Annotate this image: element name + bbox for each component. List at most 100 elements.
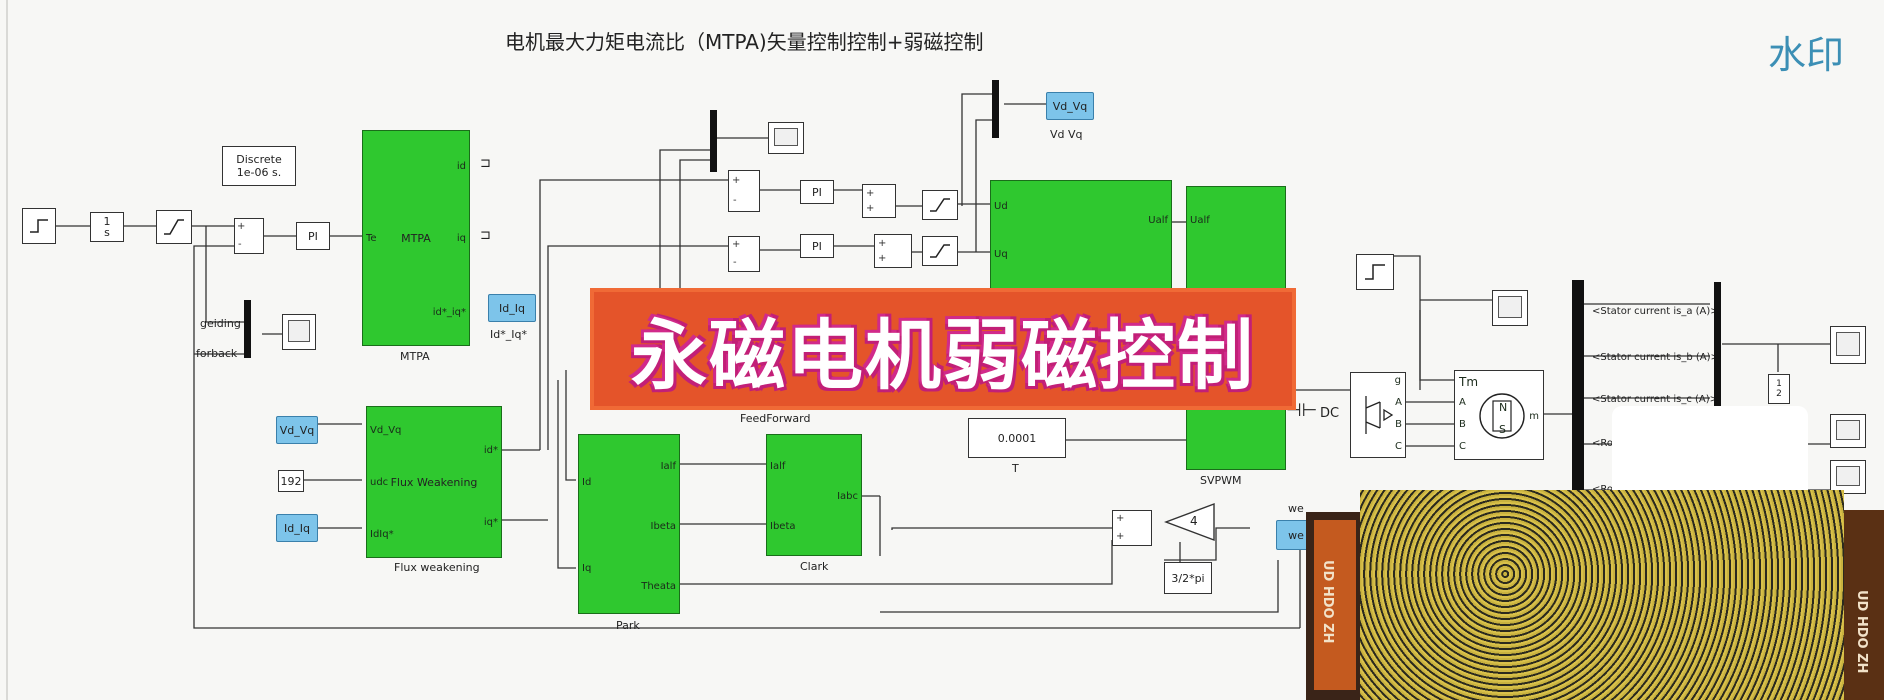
title-banner: 永磁电机弱磁控制: [590, 288, 1296, 410]
flux-port-vdvq: Vd_Vq: [370, 425, 402, 436]
flux-port-udc: udc: [370, 477, 389, 488]
integrator-block[interactable]: 1 s: [90, 212, 124, 242]
flux-center-label: Flux Weakening: [390, 475, 478, 489]
scope-1[interactable]: [282, 314, 316, 350]
park-port-iq: Iq: [582, 563, 592, 574]
sum-block-1[interactable]: +-: [234, 218, 264, 254]
photo-glare: [1612, 406, 1808, 502]
saturation-block[interactable]: [156, 210, 192, 244]
mtpa-port-iq: iq: [456, 233, 466, 244]
wire-iq-ref: [547, 245, 728, 450]
sum-block-2[interactable]: +-: [728, 170, 760, 212]
flux-port-iq: iq*: [483, 517, 498, 528]
park-subsystem[interactable]: Ialf Ibeta Theata Id Iq: [578, 434, 680, 614]
clark-subsystem[interactable]: Ialf Ibeta Iabc: [766, 434, 862, 556]
rotor-label-2: <Ro: [1592, 484, 1613, 495]
sum-block-5[interactable]: ++: [874, 234, 912, 268]
idiq-goto-tag[interactable]: Id_Iq: [488, 294, 536, 322]
discrete-powergui-block[interactable]: Discrete 1e-06 s.: [222, 146, 296, 186]
vdvq-goto-tag[interactable]: Vd_Vq: [1046, 92, 1094, 120]
pi-controller-1[interactable]: PI: [296, 222, 330, 250]
saturation-icon: [930, 244, 950, 258]
machine-port-a: A: [1459, 397, 1466, 408]
gain-half-block[interactable]: 1 2: [1768, 374, 1790, 404]
wire-geiding: [205, 226, 244, 323]
canvas-edge: [6, 0, 8, 700]
gain-4-value: 4: [1190, 514, 1198, 528]
flux-port-id: id*: [483, 445, 498, 456]
step-block[interactable]: [22, 208, 56, 244]
photo-edge-orange: [1314, 520, 1356, 690]
inv-port-a: A: [1395, 397, 1402, 408]
step-block-2[interactable]: [1356, 254, 1394, 290]
const-192-block[interactable]: 192: [278, 470, 304, 492]
scope-3[interactable]: [1492, 290, 1528, 326]
mtpa-center-label: MTPA: [401, 231, 431, 245]
machine-port-b: B: [1459, 419, 1466, 430]
mux-bus-1: [244, 300, 251, 358]
park-port-ibeta: Ibeta: [650, 521, 677, 532]
park-port-ialf: Ialf: [660, 461, 676, 472]
pi-controller-3[interactable]: PI: [800, 234, 834, 258]
scope-5[interactable]: [1830, 414, 1866, 448]
idiq-goto-label: Id*_Iq*: [490, 328, 527, 341]
clark-name-label: Clark: [800, 560, 829, 573]
scope-4[interactable]: [1830, 326, 1866, 364]
inv-port-g: g: [1394, 375, 1401, 386]
saturation-block-2[interactable]: [922, 190, 958, 220]
machine-s-pole: S: [1499, 423, 1506, 436]
photo-textured-overlay: [1360, 490, 1844, 700]
const-pi-block[interactable]: 3/2*pi: [1164, 562, 1212, 594]
wire-forback-up: [193, 245, 234, 354]
svpwm-name-label: SVPWM: [1200, 474, 1242, 487]
t-label: T: [1012, 462, 1019, 475]
motor-icon: [1479, 393, 1525, 439]
sum-block-3[interactable]: +-: [728, 236, 760, 272]
idiq-from-tag[interactable]: Id_Iq: [276, 514, 318, 542]
wire-park-iq: [557, 380, 576, 569]
inv-port-b: B: [1395, 419, 1402, 430]
diagram-title: 电机最大力矩电流比（MTPA)矢量控制控制+弱磁控制: [505, 30, 984, 54]
stator-label-a: <Stator current is_a (A)>: [1592, 306, 1719, 317]
geiding-label: geiding: [200, 317, 241, 330]
mtpa-port-te: Te: [366, 233, 377, 244]
machine-n-pole: N: [1499, 401, 1508, 414]
bus-selector: [1572, 280, 1584, 530]
flux-port-idiq: IdIq*: [370, 529, 394, 540]
svpwm-port-ualf: Ualf: [1190, 215, 1210, 226]
scope-2[interactable]: [768, 122, 804, 154]
wire-tm: [1419, 310, 1454, 381]
const-0001-block[interactable]: 0.0001: [968, 418, 1066, 458]
sum-block-4[interactable]: ++: [862, 184, 896, 218]
pm-synchronous-machine[interactable]: Tm A B C m N S: [1454, 370, 1544, 460]
vdvq-goto-label: Vd Vq: [1050, 128, 1083, 141]
wire-bottom-return: [193, 354, 1300, 629]
park-name-label: Park: [616, 619, 640, 632]
gain-4-block[interactable]: [1164, 502, 1216, 542]
we-label: we: [1288, 502, 1304, 515]
stator-label-b: <Stator current is_b (A)>: [1592, 352, 1719, 363]
saturation-block-3[interactable]: [922, 236, 958, 266]
mtpa-port-idiq: id*_iq*: [432, 307, 466, 318]
wire-scope-top-2: [679, 159, 712, 300]
terminator-1-icon: ⊐: [480, 156, 491, 171]
mtpa-subsystem[interactable]: MTPA Te id iq id*_iq*: [362, 130, 470, 346]
ff-port-ualf: Ualf: [1148, 215, 1168, 226]
sum-block-theta[interactable]: ++: [1112, 510, 1152, 546]
forback-label: forback: [196, 347, 238, 360]
wire-id-ref: [539, 179, 728, 450]
igbt-icon: [1365, 396, 1394, 434]
flux-weakening-subsystem[interactable]: Flux Weakening Vd_Vq udc IdIq* id* iq*: [366, 406, 502, 558]
ff-port-ud: Ud: [994, 201, 1008, 212]
clark-port-iabc: Iabc: [837, 491, 858, 502]
inverter-block[interactable]: g A B C: [1350, 372, 1406, 458]
saturation-icon: [930, 198, 950, 212]
pi-controller-2[interactable]: PI: [800, 180, 834, 204]
step-icon: [30, 219, 48, 233]
scope-6[interactable]: [1830, 460, 1866, 494]
mux-bus-2: [710, 110, 717, 172]
feedforward-name-label: FeedForward: [740, 412, 811, 425]
wire-sum-theta: [891, 527, 1112, 530]
mtpa-port-id: id: [456, 161, 466, 172]
vdvq-from-tag[interactable]: Vd_Vq: [276, 416, 318, 444]
